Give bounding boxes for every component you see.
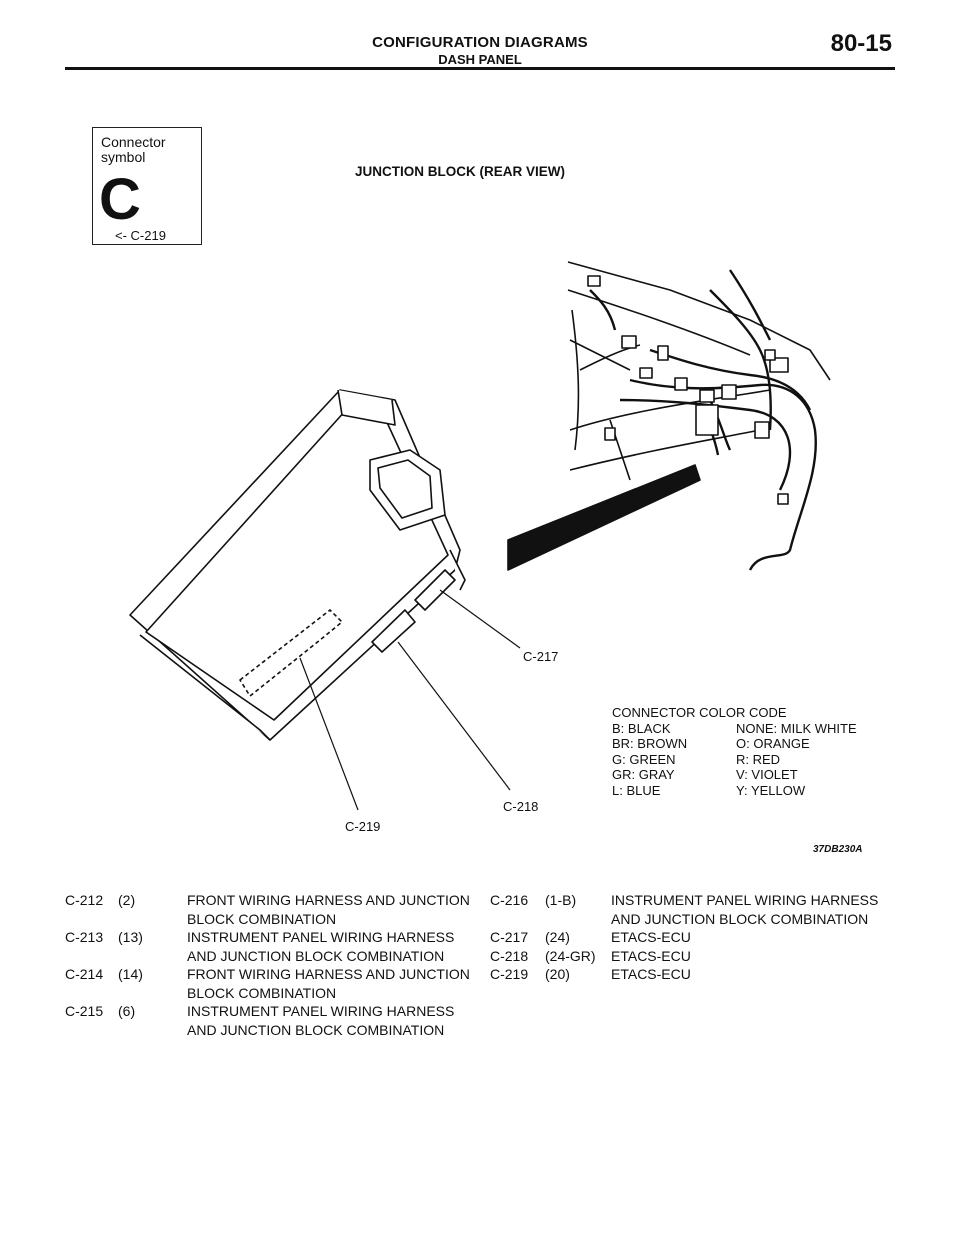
color-code-row: GR: GRAY V: VIOLET (612, 767, 857, 783)
legend-code: C-213 (65, 929, 104, 945)
header-rule (65, 67, 895, 70)
dashboard-outline (567, 261, 831, 481)
color-code-entry: GR: GRAY (612, 767, 675, 782)
color-code-entry: Y: YELLOW (736, 782, 806, 798)
legend-row: C-215 (6) INSTRUMENT PANEL WIRING HARNES… (65, 1002, 485, 1039)
legend-desc: INSTRUMENT PANEL WIRING HARNESS AND JUNC… (187, 1003, 455, 1038)
dashed-connector (239, 609, 343, 697)
legend-row: C-213 (13) INSTRUMENT PANEL WIRING HARNE… (65, 928, 485, 965)
callout-c219: C-219 (345, 819, 381, 834)
legend-desc: ETACS-ECU (611, 947, 691, 964)
legend-code: C-215 (65, 1003, 104, 1019)
connector-symbol-letter: C (99, 167, 141, 232)
color-code-entry: O: ORANGE (736, 736, 810, 751)
legend-code: C-217 (490, 929, 529, 945)
legend-code: C-218 (490, 947, 529, 964)
legend-code: C-216 (490, 892, 529, 908)
legend-desc: INSTRUMENT PANEL WIRING HARNESS AND JUNC… (187, 929, 455, 964)
connector-symbol-reference: <- C-219 (115, 228, 166, 243)
legend-code: C-214 (65, 966, 104, 982)
harness-connectors (587, 275, 789, 505)
legend-pins: (14) (118, 966, 143, 982)
side-connectors (371, 569, 456, 653)
legend-row: C-212 (2) FRONT WIRING HARNESS AND JUNCT… (65, 891, 485, 928)
pointer-wedge (507, 464, 701, 571)
legend-code: C-219 (490, 966, 529, 982)
legend-pins: (20) (545, 966, 570, 982)
legend-pins: (2) (118, 892, 136, 908)
color-code-row: L: BLUE Y: YELLOW (612, 783, 857, 799)
legend-desc: INSTRUMENT PANEL WIRING HARNESS AND JUNC… (611, 892, 879, 927)
color-code-entry: L: BLUE (612, 782, 661, 798)
legend-pins: (24) (545, 929, 570, 945)
junction-block-illustration (129, 261, 831, 811)
section-title: CONFIGURATION DIAGRAMS (372, 34, 588, 51)
color-code-row: B: BLACK NONE: MILK WHITE (612, 721, 857, 737)
connector-legend-left: C-212 (2) FRONT WIRING HARNESS AND JUNCT… (65, 891, 485, 1039)
color-code-entry: G: GREEN (612, 751, 676, 767)
connector-symbol-box: Connector symbol C <- C-219 (92, 127, 202, 245)
junction-block-body (129, 389, 466, 741)
color-code-entry: V: VIOLET (736, 767, 798, 782)
legend-desc: FRONT WIRING HARNESS AND JUNCTION BLOCK … (187, 966, 470, 1001)
leader-lines (299, 589, 521, 811)
legend-row: C-217 (24) ETACS-ECU (490, 928, 910, 947)
legend-row: C-216 (1-B) INSTRUMENT PANEL WIRING HARN… (490, 891, 910, 928)
connector-symbol-label: Connector symbol (101, 134, 166, 165)
legend-pins: (24-GR) (545, 947, 596, 964)
section-subtitle: DASH PANEL (438, 52, 522, 67)
legend-pins: (13) (118, 929, 143, 945)
color-code-entry: BR: BROWN (612, 736, 688, 751)
legend-desc: ETACS-ECU (611, 929, 691, 945)
wire-harness (589, 269, 817, 571)
connector-legend-right: C-216 (1-B) INSTRUMENT PANEL WIRING HARN… (490, 891, 910, 984)
legend-desc: FRONT WIRING HARNESS AND JUNCTION BLOCK … (187, 892, 470, 927)
legend-row: C-219 (20) ETACS-ECU (490, 965, 910, 984)
figure-id: 37DB230A (813, 844, 863, 855)
color-code-row: BR: BROWN O: ORANGE (612, 736, 857, 752)
color-code-entry: R: RED (736, 751, 781, 767)
legend-pins: (1-B) (545, 892, 577, 908)
legend-row: C-218 (24-GR) ETACS-ECU (490, 947, 910, 966)
legend-row: C-214 (14) FRONT WIRING HARNESS AND JUNC… (65, 965, 485, 1002)
legend-pins: (6) (118, 1003, 136, 1019)
diagram-title: JUNCTION BLOCK (REAR VIEW) (355, 164, 565, 179)
color-code-entry: NONE: MILK WHITE (736, 720, 857, 736)
legend-code: C-212 (65, 892, 104, 908)
callout-c218: C-218 (503, 799, 539, 814)
color-code-title: CONNECTOR COLOR CODE (612, 705, 787, 720)
callout-c217: C-217 (523, 649, 559, 664)
color-code-row: G: GREEN R: RED (612, 752, 857, 768)
color-code-entry: B: BLACK (612, 720, 671, 736)
page-number: 80-15 (830, 30, 892, 57)
connector-color-code: CONNECTOR COLOR CODE B: BLACK NONE: MILK… (612, 705, 857, 798)
legend-desc: ETACS-ECU (611, 966, 691, 982)
